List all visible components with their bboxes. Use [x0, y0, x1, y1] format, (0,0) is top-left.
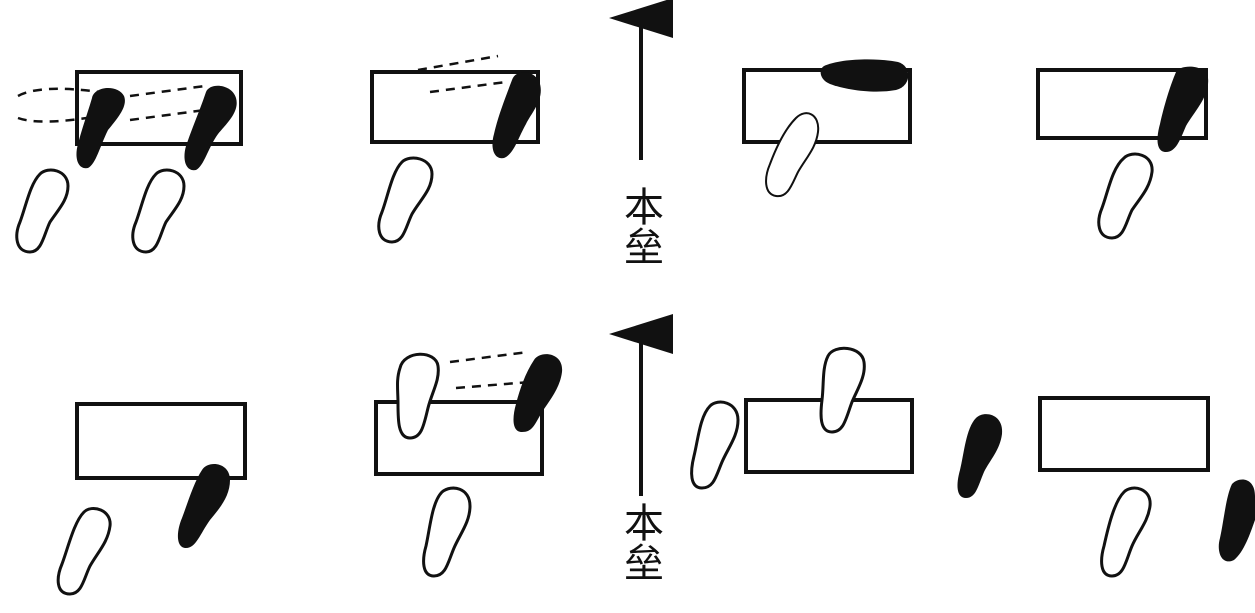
shaded-foot [76, 87, 125, 169]
outline-foot [396, 352, 440, 440]
outline-foot [1100, 486, 1152, 578]
outline-foot [56, 507, 112, 596]
home-plate-label-bottom: 本垒 [617, 502, 663, 582]
panel-bottom-4 [957, 396, 1255, 578]
base-plate [370, 70, 540, 144]
base-plate [75, 402, 247, 480]
outline-foot [1097, 152, 1154, 240]
home-plate-label-top: 本垒 [617, 186, 663, 266]
shaded-foot [1157, 66, 1209, 152]
shaded-foot [1218, 479, 1255, 562]
panel-top-1 [15, 70, 243, 254]
shaded-foot [177, 464, 230, 548]
outline-foot [765, 112, 820, 198]
motion-trail [449, 350, 531, 390]
shaded-foot [820, 59, 909, 92]
outline-foot [422, 486, 472, 578]
outline-foot [15, 168, 70, 254]
panel-bottom-1 [56, 402, 247, 596]
panel-top-3 [742, 59, 912, 198]
panel-bottom-2 [374, 350, 563, 578]
motion-trail [417, 54, 507, 94]
outline-foot [690, 400, 740, 490]
base-plate [1038, 396, 1210, 472]
base-plate [1036, 68, 1208, 140]
panel-top-4 [1036, 66, 1209, 240]
outline-foot [377, 156, 434, 244]
base-plate [374, 400, 544, 476]
motion-trail [17, 84, 206, 123]
panel-bottom-3 [690, 346, 914, 490]
panel-top-2 [370, 54, 541, 244]
shaded-foot [513, 354, 563, 432]
shaded-foot [957, 414, 1003, 498]
shaded-foot [184, 85, 237, 171]
shaded-foot [492, 72, 541, 159]
outline-foot [131, 168, 186, 254]
base-plate [75, 70, 243, 146]
outline-foot [819, 346, 866, 434]
